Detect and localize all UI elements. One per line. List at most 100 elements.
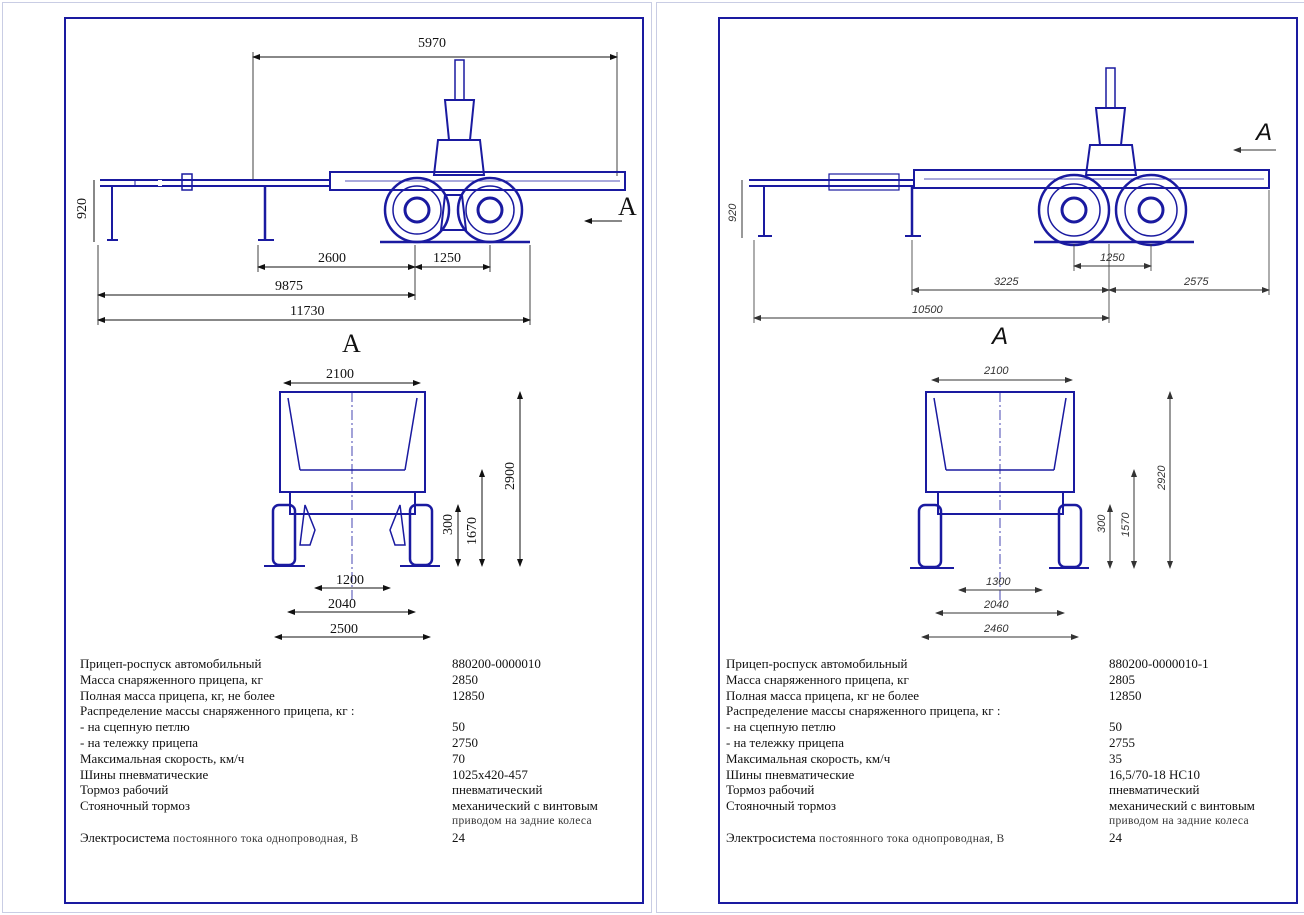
rear-dim-height: 2920 <box>1156 465 1168 491</box>
dim-height: 920 <box>75 198 90 219</box>
spec-value: 1025x420-457 <box>452 766 528 782</box>
dim-1250: 1250 <box>1100 252 1125 264</box>
spec-row: Распределение массы снаряженного прицепа… <box>726 703 1286 719</box>
spec-label: Шины пневматические <box>80 766 209 782</box>
spec-value: 16,5/70-18 НС10 <box>1109 766 1200 782</box>
spec-value: 50 <box>452 719 465 735</box>
drawing-sheet-left: 5970 920 2600 1250 9875 11730 A A <box>0 0 652 915</box>
spec-row: приводом на задние колеса <box>726 814 1286 830</box>
rear-dim-w3: 2460 <box>983 623 1009 635</box>
spec-row: - на сцепную петлю 50 <box>80 719 640 735</box>
spec-label: Тормоз рабочий <box>80 782 169 798</box>
spec-value: 35 <box>1109 750 1122 766</box>
trailer-drawing-left: 5970 920 2600 1250 9875 11730 A A <box>75 36 637 640</box>
section-label: A <box>342 329 361 358</box>
dim-2600: 2600 <box>318 251 346 266</box>
spec-label: - на сцепную петлю <box>80 719 190 735</box>
spec-label: Распределение массы снаряженного прицепа… <box>726 703 1001 719</box>
spec-label: Полная масса прицепа, кг, не более <box>80 687 275 703</box>
spec-label: Шины пневматические <box>726 766 855 782</box>
spec-label: - на тележку прицепа <box>80 734 198 750</box>
spec-value: 2750 <box>452 734 478 750</box>
rear-dim-small: 300 <box>441 514 456 535</box>
spec-value: механический с винтовым <box>1109 798 1255 814</box>
spec-row: Тормоз рабочий пневматический <box>726 782 1286 798</box>
spec-value: 2755 <box>1109 734 1135 750</box>
dim-3225: 3225 <box>994 276 1019 288</box>
electric-label-rest: постоянного тока однопроводная, В <box>815 832 1005 845</box>
spec-row: Масса снаряженного прицепа, кг 2805 <box>726 672 1286 688</box>
sheet-outer-border <box>656 2 1304 913</box>
sheet-frame <box>718 17 1298 904</box>
dim-1250: 1250 <box>433 251 461 266</box>
drawing-sheet-right: 920 1250 3225 2575 10500 A A 2100 2920 <box>654 0 1304 915</box>
rear-dim-w3: 2500 <box>330 622 358 637</box>
spec-row: - на тележку прицепа 2755 <box>726 735 1286 751</box>
trailer-drawing-right: 920 1250 3225 2575 10500 A A 2100 2920 <box>727 67 1276 640</box>
spec-row: Стояночный тормоз механический с винтовым <box>726 798 1286 814</box>
spec-row: - на сцепную петлю 50 <box>726 719 1286 735</box>
spec-value: пневматический <box>1109 782 1200 798</box>
dim-overall: 5970 <box>418 36 446 51</box>
spec-value: 2805 <box>1109 671 1135 687</box>
spec-row: Максимальная скорость, км/ч 35 <box>726 751 1286 767</box>
spec-label: Масса снаряженного прицепа, кг <box>80 671 263 687</box>
spec-label: - на тележку прицепа <box>726 734 844 750</box>
rear-dim-top: 2100 <box>326 367 354 382</box>
rear-dim-w1: 1300 <box>986 576 1011 588</box>
spec-label: Стояночный тормоз <box>726 798 836 814</box>
spec-row: Шины пневматические 1025x420-457 <box>80 767 640 783</box>
spec-value: приводом на задние колеса <box>452 814 592 827</box>
rear-view <box>910 377 1173 640</box>
rear-dim-w2: 2040 <box>328 597 356 612</box>
spec-label: Масса снаряженного прицепа, кг <box>726 671 909 687</box>
spec-value: 12850 <box>452 687 485 703</box>
rear-dim-w1: 1200 <box>336 573 364 588</box>
spec-value: механический с винтовым <box>452 798 598 814</box>
spec-label: Максимальная скорость, км/ч <box>80 750 245 766</box>
spec-label: Максимальная скорость, км/ч <box>726 750 891 766</box>
rear-dim-top: 2100 <box>983 365 1009 377</box>
spec-value: 880200-0000010-1 <box>1109 656 1209 671</box>
spec-row: Максимальная скорость, км/ч 70 <box>80 751 640 767</box>
electric-label-rest: постоянного тока однопроводная, В <box>169 832 359 845</box>
spec-label: Полная масса прицепа, кг не более <box>726 687 920 703</box>
spec-row: - на тележку прицепа 2750 <box>80 735 640 751</box>
rear-dim-small: 300 <box>1096 514 1108 533</box>
rear-dim-mid: 1670 <box>465 517 480 545</box>
spec-value: 2850 <box>452 671 478 687</box>
spec-label: Электросистема постоянного тока однопров… <box>80 830 358 848</box>
spec-label: Прицеп-роспуск автомобильный <box>80 656 262 671</box>
spec-label: Тормоз рабочий <box>726 782 815 798</box>
spec-label: - на сцепную петлю <box>726 719 836 735</box>
spec-value: 70 <box>452 750 465 766</box>
spec-value: 50 <box>1109 719 1122 735</box>
rear-dim-w2: 2040 <box>983 599 1009 611</box>
spec-row: Масса снаряженного прицепа, кг 2850 <box>80 672 640 688</box>
spec-row: приводом на задние колеса <box>80 814 640 830</box>
electric-label: Электросистема <box>80 829 170 845</box>
spec-value: 24 <box>452 829 465 845</box>
view-arrow-label: A <box>1254 119 1272 146</box>
electric-label: Электросистема <box>726 829 816 845</box>
spec-row-electric: Электросистема постоянного тока однопров… <box>726 830 1286 847</box>
section-label: A <box>990 323 1008 350</box>
sheet-outer-border <box>2 2 652 913</box>
spec-value: приводом на задние колеса <box>1109 814 1249 827</box>
sheet-frame <box>64 17 644 904</box>
dim-height: 920 <box>727 203 739 222</box>
dim-11730: 11730 <box>290 304 324 319</box>
dim-9875: 9875 <box>275 279 303 294</box>
spec-label: Электросистема постоянного тока однопров… <box>726 830 1004 848</box>
spec-row-electric: Электросистема постоянного тока однопров… <box>80 830 640 847</box>
spec-label: Стояночный тормоз <box>80 798 190 814</box>
spec-row: Полная масса прицепа, кг, не более 12850 <box>80 688 640 704</box>
dim-10500: 10500 <box>912 304 943 316</box>
rear-view <box>264 380 523 640</box>
side-view <box>93 52 626 325</box>
